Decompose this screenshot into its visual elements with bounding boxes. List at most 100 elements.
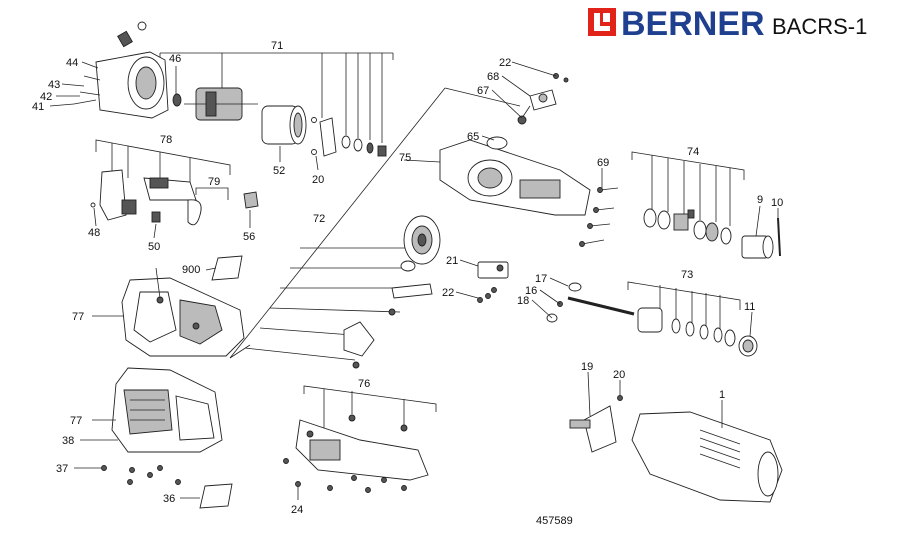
washer-71-a <box>341 135 351 149</box>
screws-37 <box>101 465 181 485</box>
callout-43: 43 <box>48 79 60 91</box>
callout-74: 74 <box>687 146 699 158</box>
washer-71-b <box>353 138 363 152</box>
component-50 <box>151 211 161 223</box>
assembly-guide-lines <box>229 87 521 361</box>
gear-cover-76 <box>295 414 429 481</box>
callout-18: 18 <box>517 295 529 307</box>
callout-37: 37 <box>56 463 68 475</box>
callout-36: 36 <box>163 493 175 505</box>
group-76-bracket <box>303 385 437 430</box>
stator-52 <box>261 105 307 145</box>
brush-plate <box>319 117 337 157</box>
motor-housing-part <box>73 21 169 119</box>
callout-77-lower: 77 <box>70 415 82 427</box>
callout-52: 52 <box>273 165 285 177</box>
callout-78: 78 <box>160 134 172 146</box>
callout-48: 48 <box>88 227 100 239</box>
callout-41: 41 <box>32 101 44 113</box>
drawing-number: 457589 <box>536 515 573 527</box>
cam-72 <box>343 321 375 357</box>
screw-20a-1 <box>311 117 317 123</box>
screws-69 <box>579 187 619 247</box>
logo-mark <box>588 8 616 36</box>
label-plate-900 <box>211 255 243 281</box>
washer-71-c <box>366 142 374 154</box>
callout-17: 17 <box>535 273 547 285</box>
berner-logo: BERNER <box>588 5 765 43</box>
housing-half-77-lower <box>111 367 223 453</box>
callout-11: 11 <box>744 301 755 313</box>
parts-73 <box>637 307 736 347</box>
module-connector <box>149 177 169 189</box>
callout-75: 75 <box>399 152 411 164</box>
callout-22-lower: 22 <box>442 287 454 299</box>
callout-20-lower: 20 <box>613 369 625 381</box>
callout-73: 73 <box>681 269 693 281</box>
leader-lines <box>49 61 779 500</box>
callout-69: 69 <box>597 157 609 169</box>
bevel-gear-72 <box>403 215 441 265</box>
bearing-46 <box>172 93 182 107</box>
housing-half-77-upper <box>121 277 245 357</box>
pin-10 <box>777 217 781 257</box>
callout-22-upper: 22 <box>499 57 511 69</box>
washer-72 <box>400 260 416 272</box>
callout-16: 16 <box>525 285 537 297</box>
callout-labels: 71 46 44 43 42 41 52 20 78 79 48 50 56 9… <box>32 40 783 516</box>
screws-24 <box>283 458 407 493</box>
spring-79 <box>187 199 202 226</box>
blade-clamp-19 <box>569 395 623 453</box>
callout-50: 50 <box>148 241 160 253</box>
parts-74 <box>643 208 732 245</box>
front-housing-1 <box>631 411 783 503</box>
callout-10: 10 <box>771 197 783 209</box>
seal-11 <box>738 335 758 357</box>
callout-79: 79 <box>208 176 220 188</box>
screws-22b <box>477 287 497 303</box>
label-plate-36 <box>199 483 233 509</box>
callout-9: 9 <box>757 194 763 206</box>
nut-71 <box>377 145 387 157</box>
callout-38: 38 <box>62 435 74 447</box>
link-plate-72 <box>391 283 433 299</box>
callout-76: 76 <box>358 378 370 390</box>
callout-46: 46 <box>169 53 181 65</box>
pin-72-b <box>352 361 360 369</box>
callout-21: 21 <box>446 255 458 267</box>
bearing-65 <box>486 136 508 150</box>
switch-part <box>99 169 127 221</box>
callout-67: 67 <box>477 85 489 97</box>
group-78-bracket <box>95 139 231 200</box>
callout-1: 1 <box>719 389 725 401</box>
plunger-16 <box>546 282 635 323</box>
logo-mark-glyph <box>594 13 610 31</box>
model-name: BACRS-1 <box>772 14 867 39</box>
callout-19: 19 <box>581 361 593 373</box>
screw-22a-2 <box>563 77 569 83</box>
clamp-21 <box>477 261 509 279</box>
armature-part <box>184 87 258 121</box>
callout-20-upper: 20 <box>312 174 324 186</box>
callout-42: 42 <box>40 91 52 103</box>
callout-24: 24 <box>291 504 303 516</box>
clip-56 <box>243 191 259 209</box>
switch-block <box>121 199 137 215</box>
callout-65: 65 <box>467 131 479 143</box>
group-73-bracket <box>627 281 741 330</box>
callout-56: 56 <box>243 231 255 243</box>
screw-48 <box>90 202 96 208</box>
screw-20a-2 <box>311 149 317 155</box>
group-74-bracket <box>631 151 745 226</box>
callout-44: 44 <box>66 57 78 69</box>
callout-72: 72 <box>313 213 325 225</box>
callout-71: 71 <box>271 40 283 52</box>
pin-72-a <box>388 308 396 316</box>
group-71-bracket <box>159 52 394 143</box>
callout-77-upper: 77 <box>72 311 84 323</box>
callout-68: 68 <box>487 71 499 83</box>
sleeve-9 <box>741 235 774 259</box>
brand-name: BERNER <box>621 5 765 43</box>
